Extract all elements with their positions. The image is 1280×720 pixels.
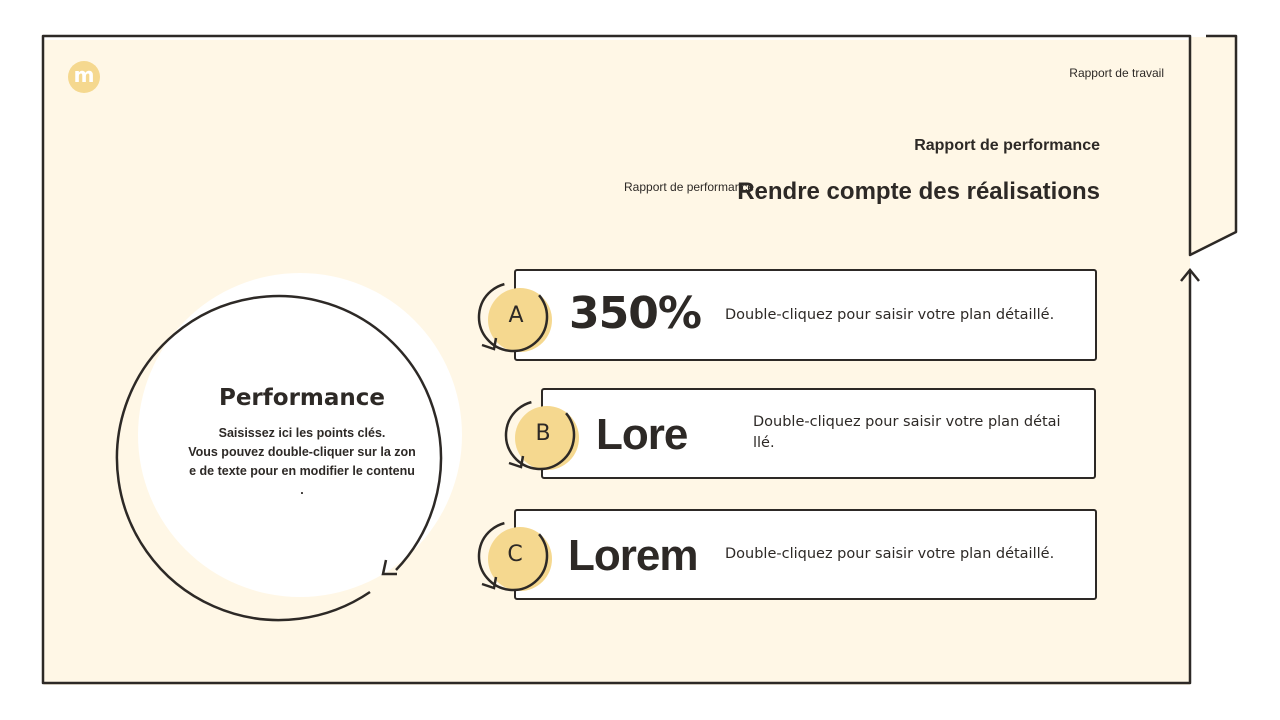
item-desc[interactable]: Double-cliquez pour saisir votre plan dé…: [753, 414, 1061, 451]
item-value: Lore: [596, 410, 688, 459]
logo: m: [68, 61, 100, 93]
item-desc[interactable]: Double-cliquez pour saisir votre plan dé…: [725, 546, 1055, 562]
item-desc[interactable]: Double-cliquez pour saisir votre plan dé…: [725, 307, 1055, 323]
item-card-c[interactable]: [514, 509, 1097, 600]
item-letter: A: [508, 303, 524, 328]
item-card-a[interactable]: [514, 269, 1097, 361]
item-letter: C: [507, 542, 523, 567]
badge-b-icon: [504, 399, 579, 471]
circle-title: Performance: [218, 385, 386, 411]
item-letter: B: [535, 421, 551, 446]
circle-line: e de texte pour en modifier le contenu: [189, 464, 415, 478]
page-title: Rendre compte des réalisations: [737, 178, 1100, 205]
top-right-label: Rapport de travail: [1069, 66, 1164, 80]
item-value: 350%: [569, 288, 702, 339]
circle-body: Saisissez ici les points clés. Vous pouv…: [140, 424, 464, 500]
arrow-icon: [381, 559, 397, 576]
badge-a-icon: [477, 281, 552, 353]
item-value: Lorem: [568, 531, 698, 580]
circle-line: .: [300, 483, 304, 497]
badge-c-icon: [477, 520, 552, 592]
circle-line: Vous pouvez double-cliquer sur la zon: [188, 445, 416, 459]
subtitle: Rapport de performance: [914, 137, 1100, 154]
arrow-up-icon: [1180, 268, 1200, 282]
circle-arrow: [115, 294, 443, 622]
item-card-b[interactable]: [541, 388, 1096, 479]
circle-line: Saisissez ici les points clés.: [218, 426, 386, 440]
ghost-text: Rapport de performance: [624, 180, 755, 194]
